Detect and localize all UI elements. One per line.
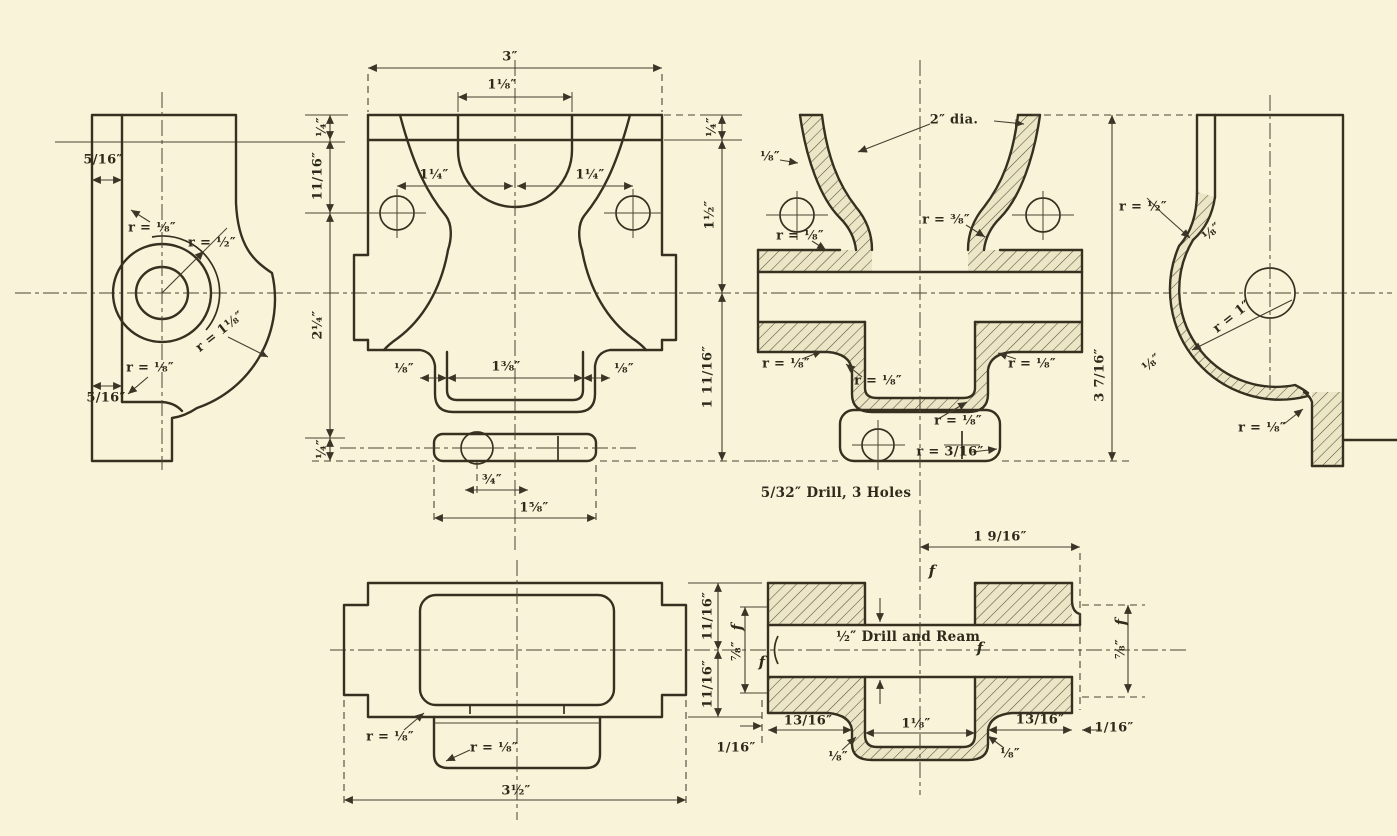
- dim-wall-left: ⅛″: [828, 749, 848, 765]
- dim-chain-right-1: 1½″: [702, 200, 718, 230]
- dim-boss-outer-radius: r = 1⅛″: [192, 308, 248, 356]
- finish-mark: f: [1112, 618, 1130, 626]
- bore-note: ½″ Drill and Ream: [835, 629, 981, 645]
- dim-overall-height: 3 7/16″: [1092, 348, 1108, 402]
- dim-base-hole-offset: ¾″: [482, 472, 502, 488]
- dim-base-fillet-left: r = ⅛″: [762, 356, 810, 372]
- view-front-section: [748, 60, 1192, 508]
- dim-chain-right-0: ¼″: [704, 117, 720, 137]
- dim-wall-thickness: ⅛″: [760, 149, 780, 165]
- dim-foot-fillet: r = ⅛″: [1238, 420, 1286, 436]
- dim-hole-offset-right: 1¼″: [575, 167, 605, 183]
- dim-chain-left-1: 11/16″: [310, 151, 326, 201]
- dim-lug-left: 13/16″: [783, 713, 833, 729]
- dim-channel-width: 1⅜″: [491, 359, 521, 375]
- dim-chain-left-3: ¼″: [314, 439, 330, 459]
- dim-base-fillet-right: r = ⅛″: [1008, 356, 1056, 372]
- drill-note: 5/32″ Drill, 3 Holes: [760, 485, 912, 501]
- view-left-side: [90, 92, 277, 470]
- finish-mark: f: [928, 562, 936, 580]
- dim-chain-left-2: 2¼″: [310, 310, 326, 340]
- finish-mark: f: [728, 623, 746, 631]
- dim-seat-fillet-left: r = ⅛″: [776, 228, 824, 244]
- global-centerlines: [15, 141, 1392, 651]
- view-right-side: [1146, 95, 1397, 468]
- dim-slot-width: 1⅛″: [901, 716, 931, 732]
- dim-overall-width: 3″: [502, 49, 518, 65]
- dim-tub-fillet-inner: r = ⅛″: [934, 413, 982, 429]
- dim-tub-fillet-left: r = ⅛″: [854, 373, 902, 389]
- dim-bore-radius: r = 1″: [1210, 297, 1254, 337]
- view-plan: [342, 560, 775, 820]
- dim-plan-fillet-a: r = ⅛″: [366, 729, 414, 745]
- dim-fillet-upper: r = ⅛″: [128, 220, 176, 236]
- finish-mark: f: [976, 639, 984, 657]
- dim-top-fillet: r = ½″: [1119, 199, 1167, 215]
- dim-step-left: ⅛″: [394, 361, 414, 377]
- dim-plan-edge-offset: 1/16″: [716, 740, 756, 756]
- dim-lug-right: 13/16″: [1015, 712, 1065, 728]
- dim-bore-diameter: 2″ dia.: [929, 112, 979, 128]
- dim-flange-top: 5/16″: [83, 152, 123, 168]
- dim-plan-chain-0: 11/16″: [700, 591, 716, 641]
- view-plan-section: [766, 510, 1145, 795]
- dim-chain-left-0: ¼″: [314, 117, 330, 137]
- dim-hole-offset-left: 1¼″: [419, 167, 449, 183]
- dim-step-right: ⅛″: [614, 361, 634, 377]
- dim-plan-chain-2: 11/16″: [700, 659, 716, 709]
- dim-wall-upper: ⅛″: [1199, 219, 1225, 245]
- dim-plan-overall: 3½″: [501, 783, 531, 799]
- dim-hub-depth: ⅞″: [1113, 639, 1129, 659]
- dim-base-flange-width: 1⅝″: [519, 500, 549, 516]
- dim-fillet-lower: r = ⅛″: [126, 360, 174, 376]
- dim-hole-offset: 1 9/16″: [973, 529, 1027, 545]
- dim-chain-right-2: 1 11/16″: [700, 345, 716, 409]
- dim-seat-fillet-right: r = ⅜″: [922, 212, 970, 228]
- dim-cradle-width: 1⅛″: [487, 77, 517, 93]
- dim-plan-fillet-b: r = ⅛″: [470, 740, 518, 756]
- view-front: [305, 60, 770, 550]
- dim-flange-corner-radius: r = 3/16″: [916, 444, 984, 460]
- finish-mark: f: [758, 653, 766, 671]
- dim-wall-lower: ⅛″: [1139, 350, 1165, 376]
- dim-wall-right: ⅛″: [1000, 746, 1020, 762]
- dim-boss-radius: r = ½″: [188, 235, 236, 251]
- dim-plan-chain-1: ⅞″: [729, 641, 745, 661]
- dim-edge-right: 1/16″: [1094, 720, 1134, 736]
- dim-flange-bottom: 5/16″: [86, 390, 126, 406]
